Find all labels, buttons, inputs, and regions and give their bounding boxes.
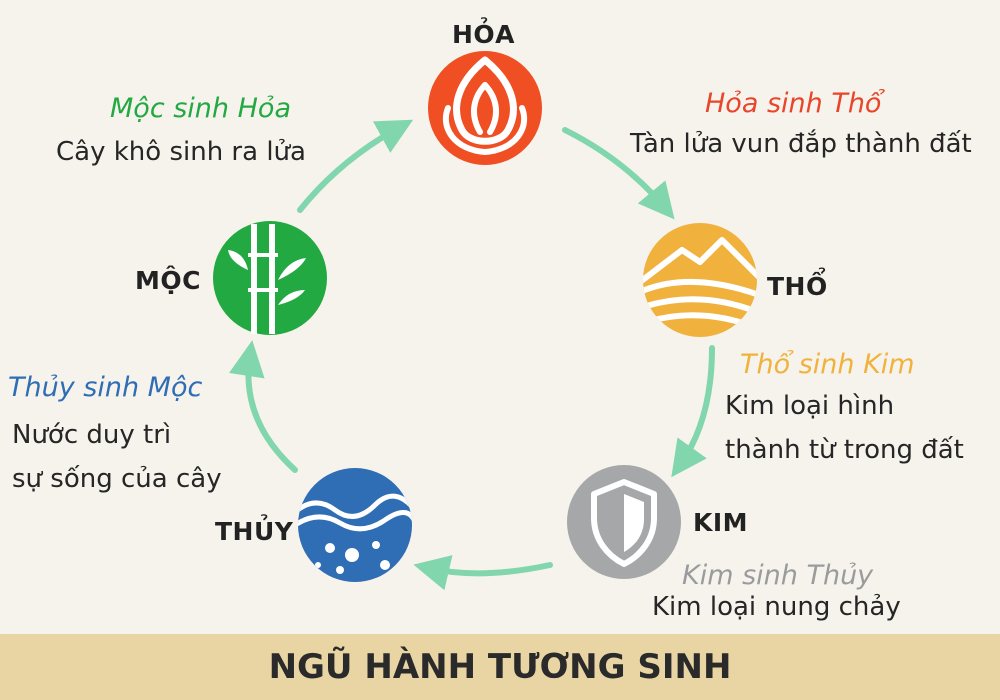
- desc-line: Tàn lửa vun đắp thành đất: [630, 129, 972, 159]
- metal-shield-icon: [567, 465, 681, 579]
- label-tho: THỔ: [767, 272, 828, 301]
- arrow-tho-to-kim: [671, 345, 715, 478]
- arrow-hoa-to-tho: [562, 127, 675, 220]
- arrow-kim-to-thuy: [413, 555, 553, 591]
- desc-line: Nước duy trì: [12, 420, 172, 450]
- cycle-graphic: [213, 51, 757, 591]
- label-moc: MỘC: [135, 266, 201, 295]
- fire-icon: [428, 51, 542, 165]
- desc-line: thành từ trong đất: [725, 435, 964, 465]
- relation-kim-thuy-desc: Kim loại nung chảy: [652, 585, 901, 629]
- desc-line: Kim loại nung chảy: [652, 592, 901, 622]
- arrow-moc-to-hoa: [297, 119, 414, 213]
- desc-line: sự sống của cây: [12, 464, 222, 494]
- relation-kim-thuy-title: Kim sinh Thủy: [682, 560, 874, 591]
- bamboo-icon: [213, 221, 327, 335]
- relation-tho-kim-title: Thổ sinh Kim: [740, 349, 915, 380]
- relation-moc-hoa-desc: Cây khô sinh ra lửa: [56, 130, 306, 174]
- relation-hoa-tho-desc: Tàn lửa vun đắp thành đất: [630, 122, 972, 166]
- earth-icon: [643, 223, 757, 337]
- relation-moc-hoa-title: Mộc sinh Hỏa: [110, 93, 291, 124]
- footer-banner: NGŨ HÀNH TƯƠNG SINH: [0, 634, 1000, 700]
- desc-line: Kim loại hình: [725, 391, 895, 421]
- relation-hoa-tho-title: Hỏa sinh Thổ: [705, 88, 882, 119]
- relation-thuy-moc-desc: Nước duy trì sự sống của cây: [12, 413, 222, 501]
- label-hoa: HỎA: [452, 20, 516, 49]
- arrow-thuy-to-moc: [229, 340, 298, 473]
- desc-line: Cây khô sinh ra lửa: [56, 137, 306, 167]
- diagram: HỎA THỔ KIM THỦY MỘC Mộc sinh Hỏa Cây kh…: [8, 20, 972, 629]
- label-thuy: THỦY: [215, 517, 294, 546]
- relation-tho-kim-desc: Kim loại hình thành từ trong đất: [725, 384, 964, 472]
- water-icon: [298, 468, 412, 582]
- page-title: NGŨ HÀNH TƯƠNG SINH: [268, 647, 732, 687]
- label-kim: KIM: [693, 508, 749, 537]
- relation-thuy-moc-title: Thủy sinh Mộc: [8, 372, 203, 403]
